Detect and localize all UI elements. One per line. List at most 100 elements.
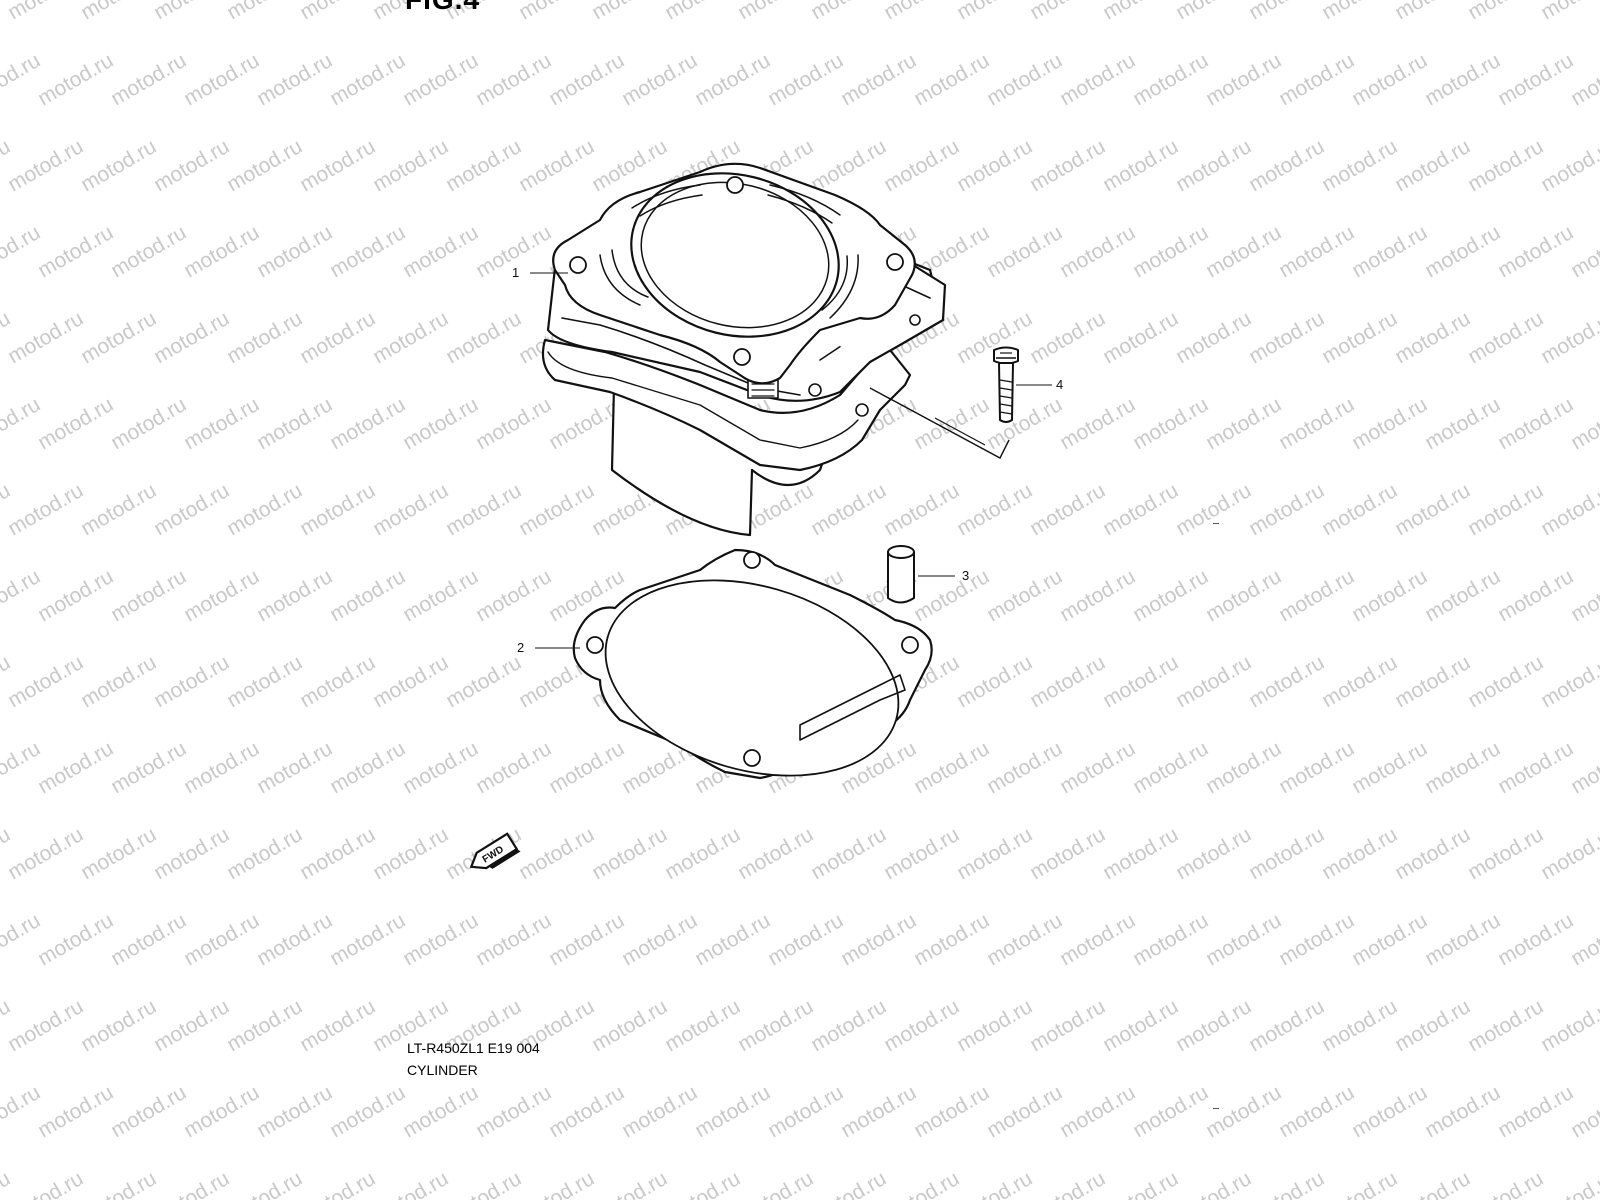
watermark-text: motod.ru	[180, 221, 263, 282]
watermark-text: motod.ru	[1275, 565, 1358, 626]
watermark-text: motod.ru	[661, 995, 744, 1056]
watermark-text: motod.ru	[807, 479, 890, 540]
watermark-text: motod.ru	[77, 823, 160, 884]
bolt-leader-line	[869, 387, 1010, 459]
watermark-text: motod.ru	[953, 1167, 1036, 1200]
watermark-text: motod.ru	[1421, 909, 1504, 970]
watermark-text: motod.ru	[1567, 1081, 1600, 1142]
watermark-text: motod.ru	[880, 135, 963, 196]
watermark-text: motod.ru	[1172, 135, 1255, 196]
watermark-text: motod.ru	[1056, 737, 1139, 798]
watermark-text: motod.ru	[1318, 479, 1401, 540]
watermark-text: motod.ru	[1464, 651, 1547, 712]
watermark-text: motod.ru	[253, 49, 336, 110]
watermark-text: motod.ru	[807, 995, 890, 1056]
watermark-text: motod.ru	[253, 1081, 336, 1142]
watermark-text: motod.ru	[1202, 1081, 1285, 1142]
watermark-text: motod.ru	[618, 1081, 701, 1142]
watermark-text: motod.ru	[734, 995, 817, 1056]
watermark-text: motod.ru	[764, 49, 847, 110]
margin-mark	[1213, 523, 1219, 524]
watermark-text: motod.ru	[442, 1167, 525, 1200]
watermark-text: motod.ru	[1348, 737, 1431, 798]
watermark-text: motod.ru	[34, 1081, 117, 1142]
watermark-text: motod.ru	[34, 565, 117, 626]
watermark-text: motod.ru	[588, 823, 671, 884]
watermark-text: motod.ru	[1245, 0, 1328, 24]
watermark-text: motod.ru	[661, 823, 744, 884]
watermark-text: motod.ru	[1464, 135, 1547, 196]
watermark-text: motod.ru	[983, 49, 1066, 110]
watermark-text: motod.ru	[180, 565, 263, 626]
watermark-text: motod.ru	[880, 823, 963, 884]
watermark-text: motod.ru	[1494, 221, 1577, 282]
watermark-text: motod.ru	[1464, 823, 1547, 884]
watermark-text: motod.ru	[1318, 1167, 1401, 1200]
watermark-text: motod.ru	[472, 49, 555, 110]
watermark-text: motod.ru	[4, 1167, 87, 1200]
watermark-text: motod.ru	[1421, 1081, 1504, 1142]
watermark-text: motod.ru	[34, 909, 117, 970]
watermark-text: motod.ru	[223, 307, 306, 368]
watermark-text: motod.ru	[472, 565, 555, 626]
watermark-text: motod.ru	[1348, 49, 1431, 110]
watermark-text: motod.ru	[983, 393, 1066, 454]
watermark-text: motod.ru	[661, 0, 744, 24]
watermark-text: motod.ru	[1202, 565, 1285, 626]
callout-1: 1	[512, 265, 519, 280]
watermark-text: motod.ru	[880, 479, 963, 540]
watermark-text: motod.ru	[1275, 393, 1358, 454]
watermark-text: motod.ru	[150, 995, 233, 1056]
watermark-text: motod.ru	[4, 995, 87, 1056]
watermark-text: motod.ru	[223, 1167, 306, 1200]
watermark-text: motod.ru	[1348, 565, 1431, 626]
watermark-text: motod.ru	[983, 737, 1066, 798]
watermark-text: motod.ru	[399, 909, 482, 970]
watermark-text: motod.ru	[223, 651, 306, 712]
watermark-text: motod.ru	[1494, 393, 1577, 454]
watermark-text: motod.ru	[953, 0, 1036, 24]
watermark-text: motod.ru	[1567, 737, 1600, 798]
watermark-text: motod.ru	[4, 0, 87, 24]
watermark-text: motod.ru	[880, 0, 963, 24]
watermark-text: motod.ru	[1537, 307, 1600, 368]
watermark-text: motod.ru	[1275, 221, 1358, 282]
watermark-text: motod.ru	[77, 307, 160, 368]
watermark-text: motod.ru	[1464, 995, 1547, 1056]
watermark-text: motod.ru	[253, 737, 336, 798]
watermark-text: motod.ru	[1056, 565, 1139, 626]
watermark-text: motod.ru	[1129, 1081, 1212, 1142]
watermark-text: motod.ru	[1421, 565, 1504, 626]
watermark-text: motod.ru	[807, 135, 890, 196]
watermark-text: motod.ru	[1202, 221, 1285, 282]
watermark-text: motod.ru	[223, 135, 306, 196]
watermark-text: motod.ru	[77, 1167, 160, 1200]
bolt-leader-line-2	[934, 417, 986, 446]
watermark-text: motod.ru	[472, 909, 555, 970]
watermark-text: motod.ru	[953, 995, 1036, 1056]
watermark-text: motod.ru	[472, 1081, 555, 1142]
watermark-text: motod.ru	[1537, 479, 1600, 540]
watermark-text: motod.ru	[77, 995, 160, 1056]
watermark-text: motod.ru	[369, 651, 452, 712]
watermark-text: motod.ru	[807, 1167, 890, 1200]
watermark-text: motod.ru	[1348, 1081, 1431, 1142]
watermark-text: motod.ru	[1202, 909, 1285, 970]
watermark-text: motod.ru	[1318, 307, 1401, 368]
watermark-text: motod.ru	[296, 651, 379, 712]
watermark-text: motod.ru	[253, 565, 336, 626]
watermark-text: motod.ru	[1421, 737, 1504, 798]
watermark-text: motod.ru	[296, 823, 379, 884]
watermark-text: motod.ru	[837, 909, 920, 970]
watermark-text: motod.ru	[983, 221, 1066, 282]
watermark-text: motod.ru	[1056, 221, 1139, 282]
watermark-text: motod.ru	[107, 393, 190, 454]
watermark-text: motod.ru	[150, 1167, 233, 1200]
watermark-text: motod.ru	[223, 995, 306, 1056]
watermark-text: motod.ru	[0, 737, 44, 798]
watermark-text: motod.ru	[107, 565, 190, 626]
watermark-text: motod.ru	[1026, 135, 1109, 196]
watermark-text: motod.ru	[326, 49, 409, 110]
watermark-text: motod.ru	[1567, 221, 1600, 282]
watermark-text: motod.ru	[1494, 909, 1577, 970]
